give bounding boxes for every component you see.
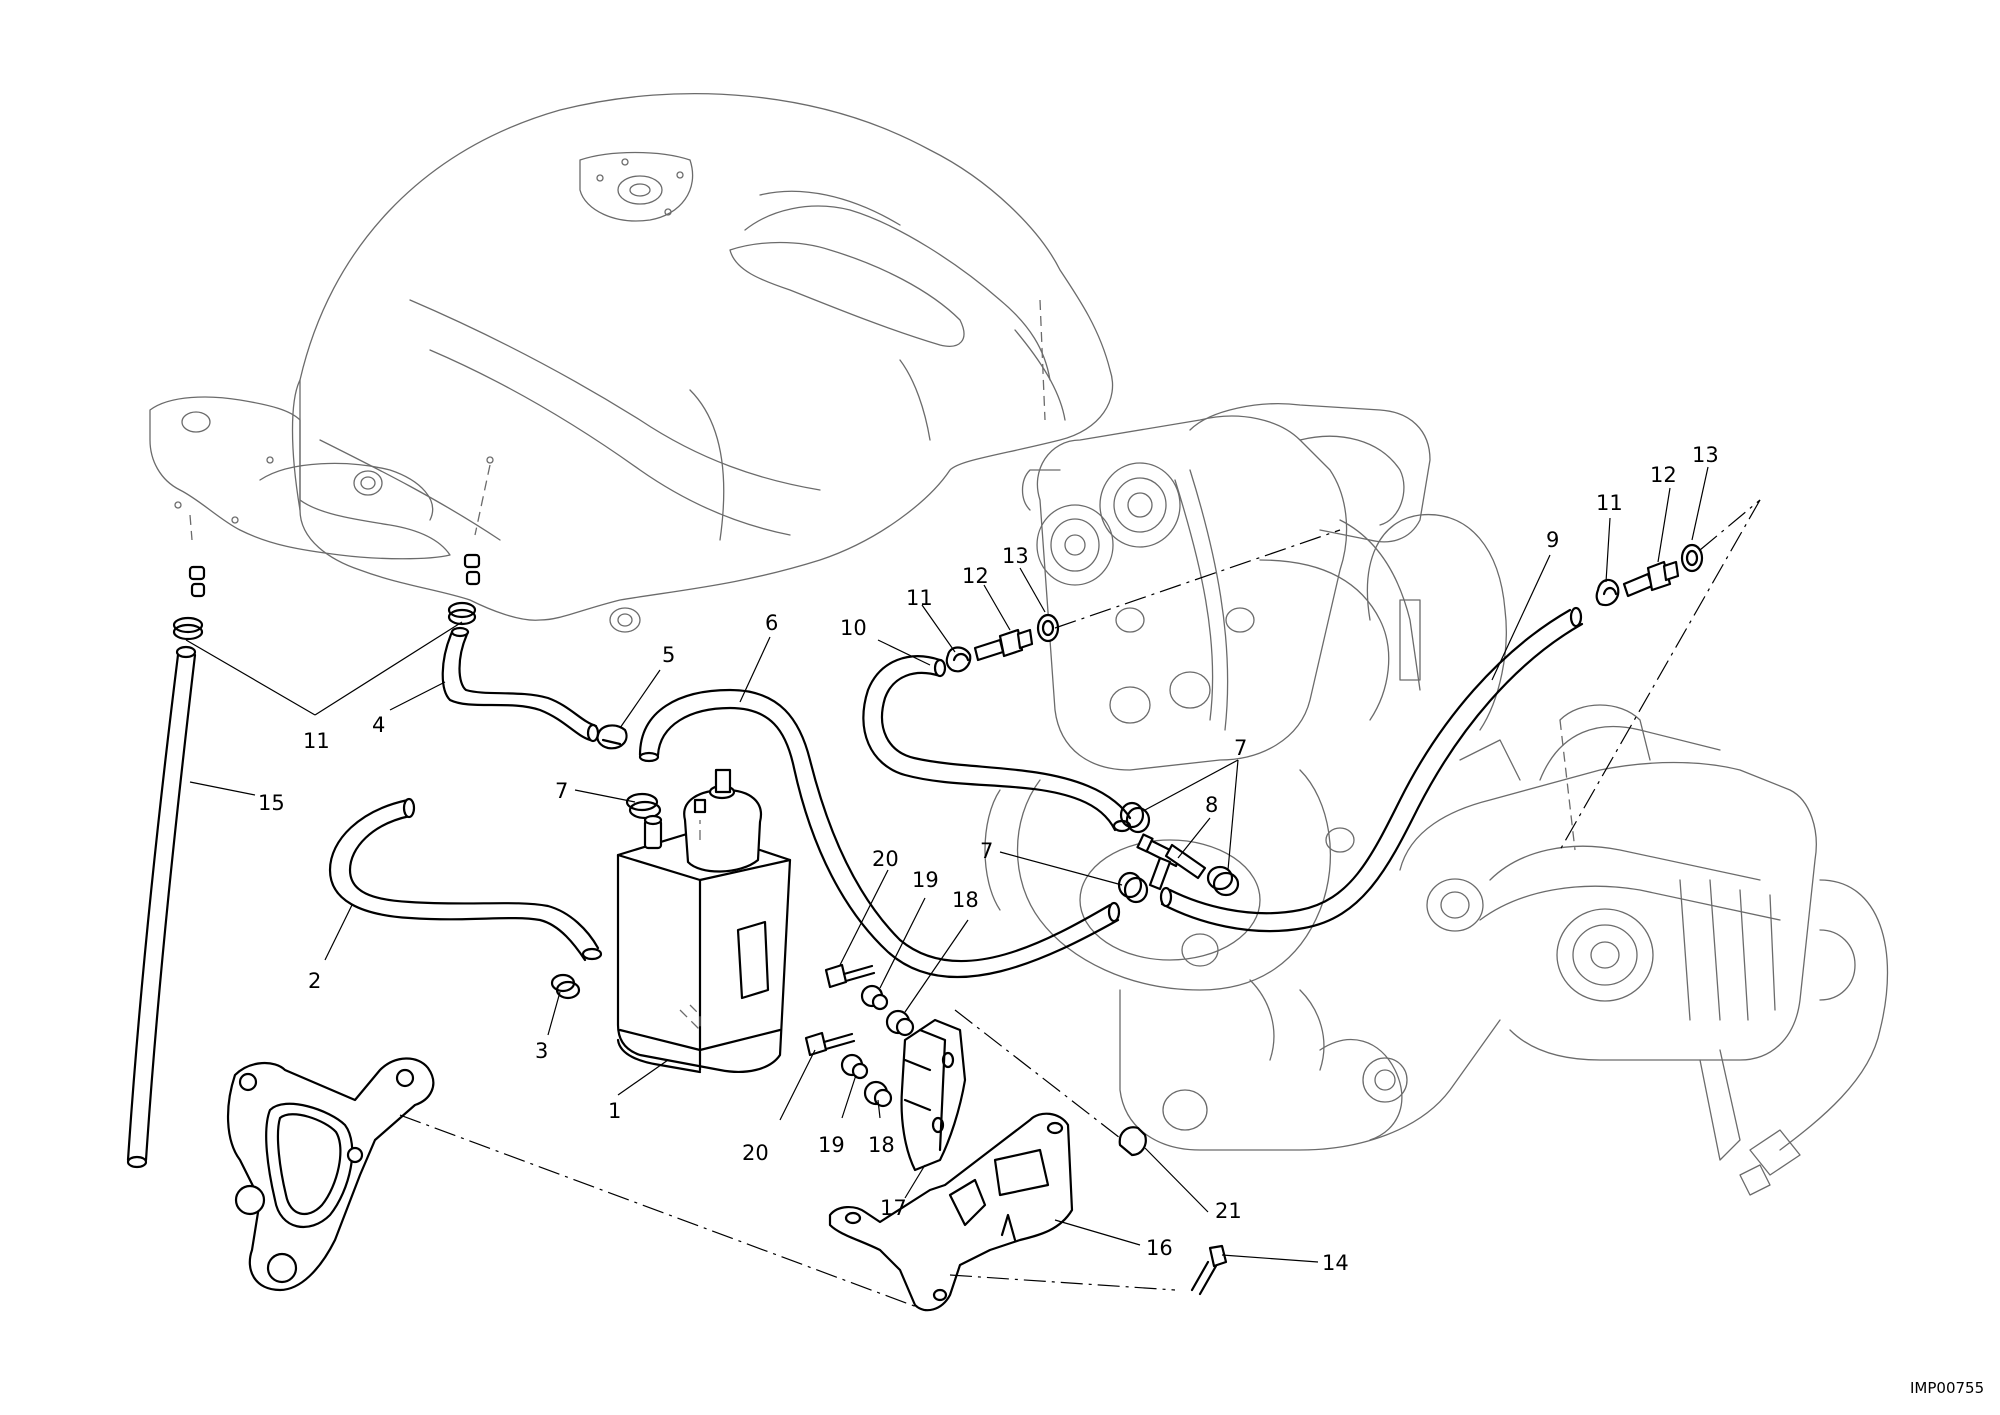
rubber-18-upper — [885, 1009, 915, 1037]
bolt-20-upper — [824, 963, 876, 989]
clamp-11-upper-left — [945, 646, 972, 673]
hose-9 — [1159, 606, 1584, 933]
clamp-11-right — [1595, 578, 1620, 607]
callout-11-upper: 11 — [906, 586, 933, 610]
callout-19-lower: 19 — [818, 1133, 845, 1157]
callout-10: 10 — [840, 616, 867, 640]
callout-13-left: 13 — [1002, 544, 1029, 568]
spacer-19-upper — [860, 984, 889, 1011]
callout-19-upper: 19 — [912, 868, 939, 892]
callout-20-upper: 20 — [872, 847, 899, 871]
clamp-7-canister — [625, 792, 662, 820]
callout-12-right: 12 — [1650, 463, 1677, 487]
hose-15 — [126, 645, 197, 1169]
rubber-18-lower — [863, 1080, 893, 1108]
tank-fitting-left — [188, 565, 206, 598]
callout-1: 1 — [608, 1099, 621, 1123]
callout-21: 21 — [1215, 1199, 1242, 1223]
callout-12-left: 12 — [962, 564, 989, 588]
callout-labels: 1 2 3 4 5 6 7 7 7 8 9 10 11 11 11 12 12 … — [258, 443, 1719, 1275]
t-fitting-8 — [1136, 833, 1207, 891]
callout-17: 17 — [880, 1196, 907, 1220]
engine-block-outline — [984, 403, 1889, 1196]
hose-2 — [328, 797, 603, 962]
washer-13-left — [1036, 613, 1060, 643]
bracket-16 — [828, 1112, 1074, 1312]
callout-18-upper: 18 — [952, 888, 979, 912]
image-code: IMP00755 — [1910, 1379, 1984, 1397]
leader-lines — [185, 466, 1709, 1263]
callout-13-right: 13 — [1692, 443, 1719, 467]
clamp-5 — [596, 724, 628, 750]
carbon-canister-1 — [616, 768, 792, 1074]
callout-7-left: 7 — [555, 779, 568, 803]
clamp-7-right — [1206, 865, 1240, 897]
clamp-7-lower — [1117, 871, 1149, 904]
clamp-11-mid — [447, 601, 477, 626]
callout-8: 8 — [1205, 793, 1218, 817]
bolt-20-lower — [804, 1031, 856, 1057]
callout-7-lower: 7 — [980, 839, 993, 863]
callout-14: 14 — [1322, 1251, 1349, 1275]
bracket-17 — [900, 1018, 967, 1172]
callout-2: 2 — [308, 969, 321, 993]
clamp-7-upper — [1119, 801, 1151, 834]
frame-bracket-left — [227, 1057, 435, 1292]
clamp-3 — [550, 973, 581, 1000]
callout-4: 4 — [372, 713, 385, 737]
callout-6: 6 — [765, 611, 778, 635]
hose-4 — [441, 626, 600, 743]
tank-fitting-right — [463, 553, 481, 586]
callout-11-lower: 11 — [303, 729, 330, 753]
clamp-11-left — [172, 616, 204, 641]
assembly-phantom-lines — [399, 499, 1761, 1311]
washer-13-right — [1680, 543, 1704, 573]
screw-14 — [1190, 1244, 1228, 1296]
hose-6 — [638, 688, 1121, 979]
callout-15: 15 — [258, 791, 285, 815]
callout-11-right: 11 — [1596, 491, 1623, 515]
callout-3: 3 — [535, 1039, 548, 1063]
callout-9: 9 — [1546, 528, 1559, 552]
callout-18-lower: 18 — [868, 1133, 895, 1157]
cap-21 — [1118, 1126, 1147, 1157]
nipple-12-right — [1622, 560, 1680, 598]
fuel-tank-outline — [149, 92, 1114, 633]
nipple-12-left — [973, 628, 1034, 662]
spacer-19-lower — [840, 1053, 869, 1080]
callout-16: 16 — [1146, 1236, 1173, 1260]
hose-10 — [862, 655, 1132, 833]
callout-7-upper: 7 — [1234, 736, 1247, 760]
callout-20-lower: 20 — [742, 1141, 769, 1165]
callout-5: 5 — [662, 643, 675, 667]
